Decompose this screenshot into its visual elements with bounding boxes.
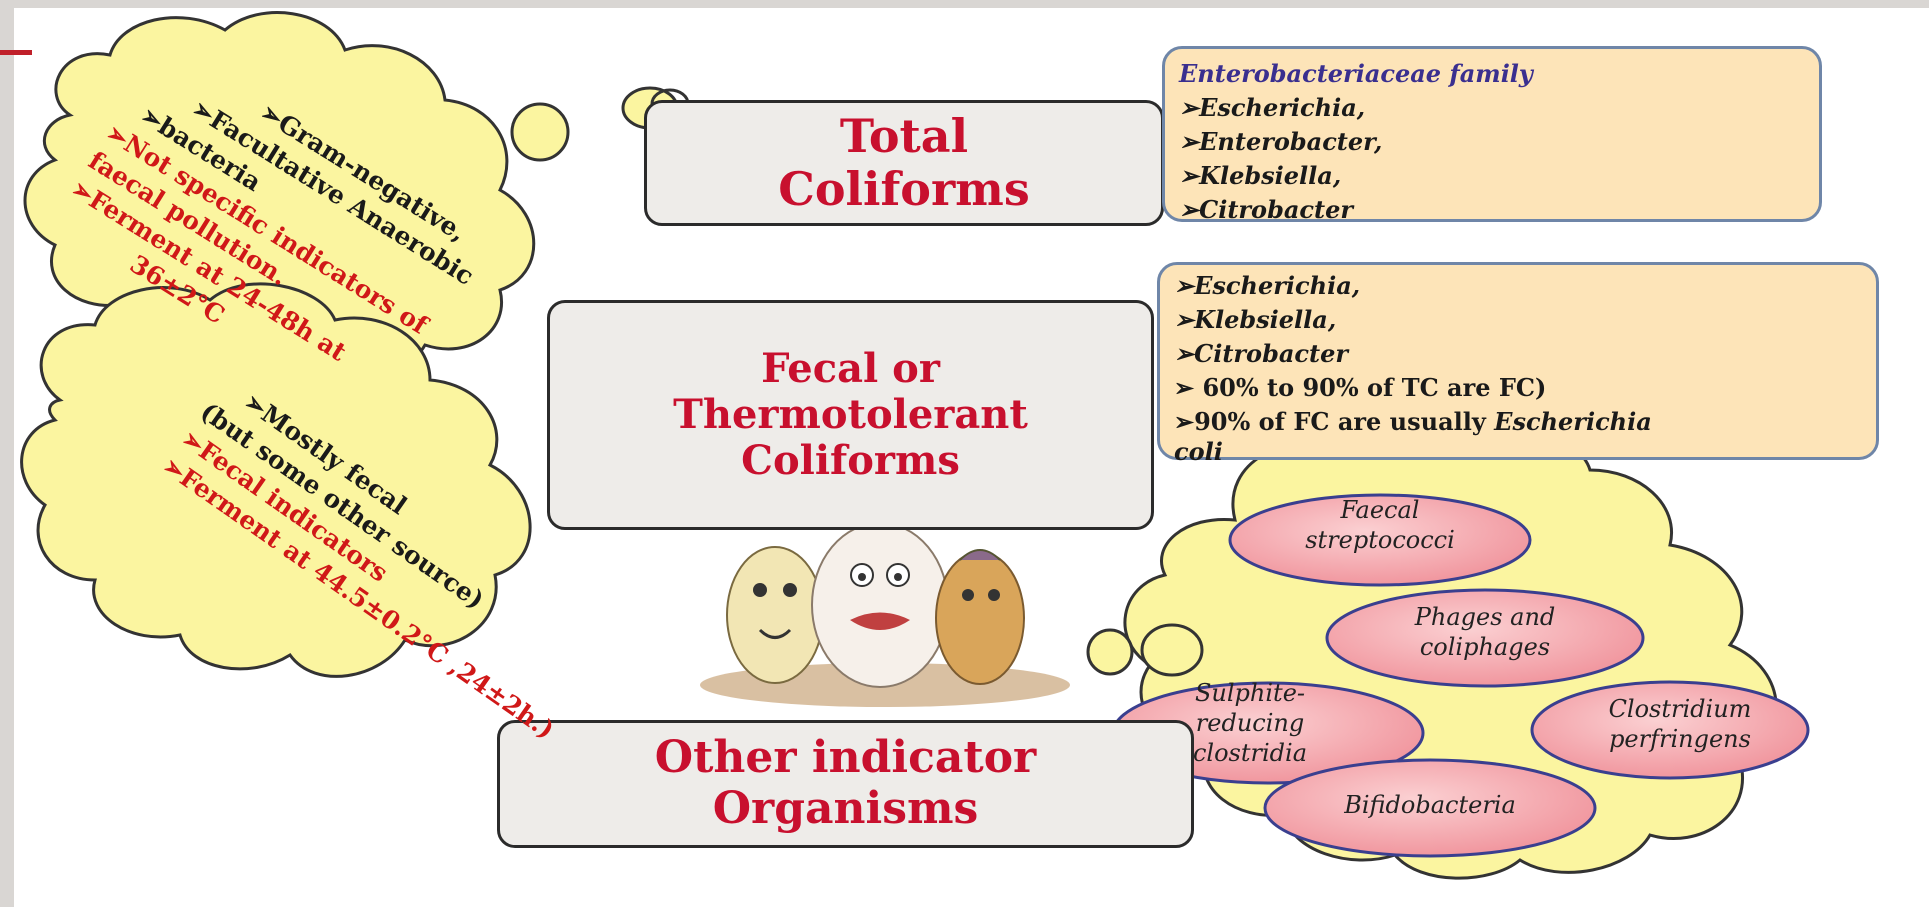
total-coliforms-title-line1: Total	[840, 110, 968, 163]
thought-bubble-small	[1088, 630, 1132, 674]
total-coliforms-title-line2: Coliforms	[778, 163, 1030, 216]
panel-item: ➢Citrobacter	[1174, 337, 1862, 371]
panel-item: ➢Klebsiella,	[1174, 303, 1862, 337]
other-indicators-box: Other indicator Organisms	[497, 720, 1194, 848]
label-faecal-streptococci: Faecal streptococci	[1280, 495, 1480, 555]
panel-stat-ecoli-tail: coli	[1174, 439, 1862, 465]
other-indicators-title-line2: Organisms	[713, 784, 979, 835]
panel-item: ➢Escherichia,	[1179, 91, 1805, 125]
total-coliforms-box: Total Coliforms	[644, 100, 1164, 226]
other-indicators-title-line1: Other indicator	[655, 733, 1036, 784]
panel-item: ➢Escherichia,	[1174, 269, 1862, 303]
fecal-coliforms-box: Fecal or Thermotolerant Coliforms	[547, 300, 1154, 530]
label-phages-coliphages: Phages and coliphages	[1380, 602, 1590, 662]
cartoon-bacteria-illustration	[700, 523, 1070, 707]
thought-bubble-large	[1142, 625, 1202, 675]
label-sulphite-reducing-clostridia: Sulphite- reducing clostridia	[1150, 678, 1350, 768]
enterobacteriaceae-panel: Enterobacteriaceae family ➢Escherichia, …	[1162, 46, 1822, 222]
panel-item: ➢Citrobacter	[1179, 193, 1805, 227]
panel-stat-tc-fc: ➢ 60% to 90% of TC are FC)	[1174, 371, 1862, 405]
panel-heading: Enterobacteriaceae family	[1179, 57, 1805, 91]
fecal-coliforms-title-line1: Fecal or	[761, 346, 940, 392]
label-clostridium-perfringens: Clostridium perfringens	[1580, 694, 1780, 754]
panel-item: ➢Klebsiella,	[1179, 159, 1805, 193]
thought-bubble-large	[512, 104, 568, 160]
label-bifidobacteria: Bifidobacteria	[1320, 790, 1540, 820]
panel-stat-ecoli: ➢90% of FC are usually Escherichia	[1174, 405, 1862, 439]
fecal-coliforms-title-line3: Coliforms	[741, 438, 960, 484]
fecal-coliforms-title-line2: Thermotolerant	[673, 392, 1028, 438]
panel-item: ➢Enterobacter,	[1179, 125, 1805, 159]
fecal-coliforms-panel: ➢Escherichia, ➢Klebsiella, ➢Citrobacter …	[1157, 262, 1879, 460]
